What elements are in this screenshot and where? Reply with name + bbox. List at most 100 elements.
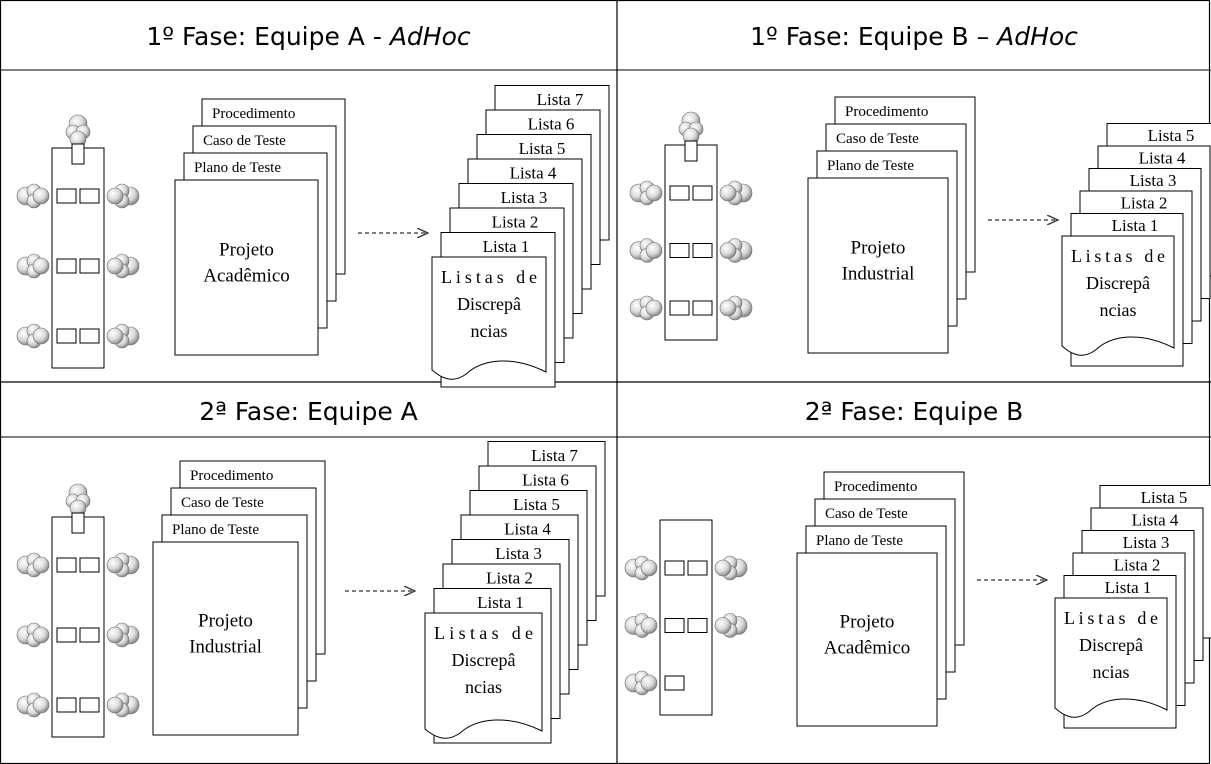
header-text-main: 1º Fase: Equipe A - bbox=[146, 22, 389, 51]
list-label: Lista 3 bbox=[501, 188, 548, 207]
list-label: Lista 5 bbox=[519, 139, 566, 158]
laptop-icon bbox=[57, 189, 76, 203]
laptop-icon bbox=[693, 244, 712, 258]
team-table-icon bbox=[17, 484, 139, 737]
list-label: Lista 2 bbox=[1121, 194, 1168, 213]
discrepancy-label: Discrepâ bbox=[457, 294, 521, 314]
discrepancy-label: Listas de bbox=[1071, 246, 1165, 266]
laptop-icon bbox=[80, 259, 99, 273]
laptop-icon bbox=[80, 329, 99, 343]
document-label: Caso de Teste bbox=[825, 506, 908, 522]
project-label: Industrial bbox=[189, 637, 262, 658]
team-member-icon bbox=[107, 184, 139, 208]
laptop-icon bbox=[665, 561, 684, 575]
discrepancy-label: Discrepâ bbox=[1079, 635, 1143, 655]
laptop-icon bbox=[72, 144, 84, 164]
person-sphere bbox=[641, 675, 657, 691]
discrepancy-label: ncias bbox=[465, 677, 502, 697]
team-member-icon bbox=[107, 254, 139, 278]
document-label: Caso de Teste bbox=[181, 495, 264, 511]
team-member-icon bbox=[720, 181, 752, 205]
team-member-icon bbox=[17, 553, 49, 577]
team-member-icon bbox=[679, 112, 703, 144]
team-member-icon bbox=[66, 115, 90, 147]
discrepancy-list-stack: Lista 7Lista 6Lista 5Lista 4Lista 3Lista… bbox=[432, 86, 609, 388]
person-sphere bbox=[33, 188, 49, 204]
laptop-icon bbox=[80, 189, 99, 203]
laptop-icon bbox=[688, 561, 707, 575]
project-label: Projeto bbox=[198, 611, 253, 632]
team-member-icon bbox=[720, 239, 752, 263]
person-sphere bbox=[107, 188, 123, 204]
laptop-icon bbox=[688, 619, 707, 633]
team-member-icon bbox=[625, 614, 657, 638]
list-label: Lista 5 bbox=[1148, 126, 1195, 145]
team-member-icon bbox=[107, 623, 139, 647]
document-stack: ProcedimentoCaso de TestePlano de TesteP… bbox=[797, 472, 964, 726]
quadrant-header: 2ª Fase: Equipe A bbox=[199, 397, 418, 426]
laptop-icon bbox=[57, 628, 76, 642]
project-label: Acadêmico bbox=[824, 638, 911, 659]
laptop-icon bbox=[685, 141, 697, 161]
list-label: Lista 3 bbox=[1130, 171, 1177, 190]
person-sphere bbox=[646, 300, 662, 316]
team-member-icon bbox=[625, 556, 657, 580]
quadrant-3: 2ª Fase: Equipe A ProcedimentoCaso de Tes… bbox=[17, 397, 605, 743]
team-member-icon bbox=[17, 184, 49, 208]
person-sphere bbox=[107, 557, 123, 573]
header-text-main: 1º Fase: Equipe B – bbox=[750, 22, 997, 51]
document-label: Plano de Teste bbox=[816, 533, 903, 549]
document-label: Plano de Teste bbox=[827, 158, 914, 174]
list-label: Lista 4 bbox=[504, 520, 551, 539]
discrepancy-label: Listas de bbox=[441, 267, 537, 287]
header-text-main: 2ª Fase: Equipe B bbox=[805, 397, 1024, 426]
document-label: Procedimento bbox=[212, 106, 295, 122]
project-label: Industrial bbox=[842, 264, 915, 285]
list-label: Lista 1 bbox=[1112, 216, 1159, 235]
document-label: Caso de Teste bbox=[836, 131, 919, 147]
team-member-icon bbox=[107, 324, 139, 348]
team-member-icon bbox=[630, 181, 662, 205]
team-member-icon bbox=[17, 324, 49, 348]
team-member-icon bbox=[107, 693, 139, 717]
laptop-icon bbox=[57, 259, 76, 273]
discrepancy-label: Discrepâ bbox=[452, 650, 516, 670]
laptop-icon bbox=[57, 698, 76, 712]
person-sphere bbox=[715, 560, 731, 576]
list-label: Lista 1 bbox=[483, 237, 530, 256]
header-text-main: 2ª Fase: Equipe A bbox=[199, 397, 418, 426]
quadrant-1: 1º Fase: Equipe A - AdHocProcedimentoCas… bbox=[17, 22, 609, 387]
team-member-icon bbox=[720, 296, 752, 320]
team-member-icon bbox=[107, 553, 139, 577]
team-table-icon bbox=[625, 520, 747, 715]
laptop-icon bbox=[57, 329, 76, 343]
project-label: Projeto bbox=[851, 238, 906, 259]
list-label: Lista 5 bbox=[1141, 488, 1188, 507]
person-sphere bbox=[33, 258, 49, 274]
laptop-icon bbox=[72, 513, 84, 533]
document-label: Procedimento bbox=[190, 468, 273, 484]
laptop-icon bbox=[693, 186, 712, 200]
team-member-icon bbox=[17, 693, 49, 717]
list-label: Lista 6 bbox=[522, 471, 569, 490]
list-label: Lista 3 bbox=[495, 544, 542, 563]
list-label: Lista 6 bbox=[528, 115, 575, 134]
discrepancy-label: Listas de bbox=[434, 623, 533, 643]
person-sphere bbox=[33, 328, 49, 344]
person-sphere bbox=[33, 627, 49, 643]
team-member-icon bbox=[17, 623, 49, 647]
laptop-icon bbox=[80, 558, 99, 572]
person-sphere bbox=[107, 697, 123, 713]
discrepancy-label: ncias bbox=[1100, 300, 1137, 320]
person-sphere bbox=[720, 243, 736, 259]
laptop-icon bbox=[665, 619, 684, 633]
team-member-icon bbox=[630, 239, 662, 263]
